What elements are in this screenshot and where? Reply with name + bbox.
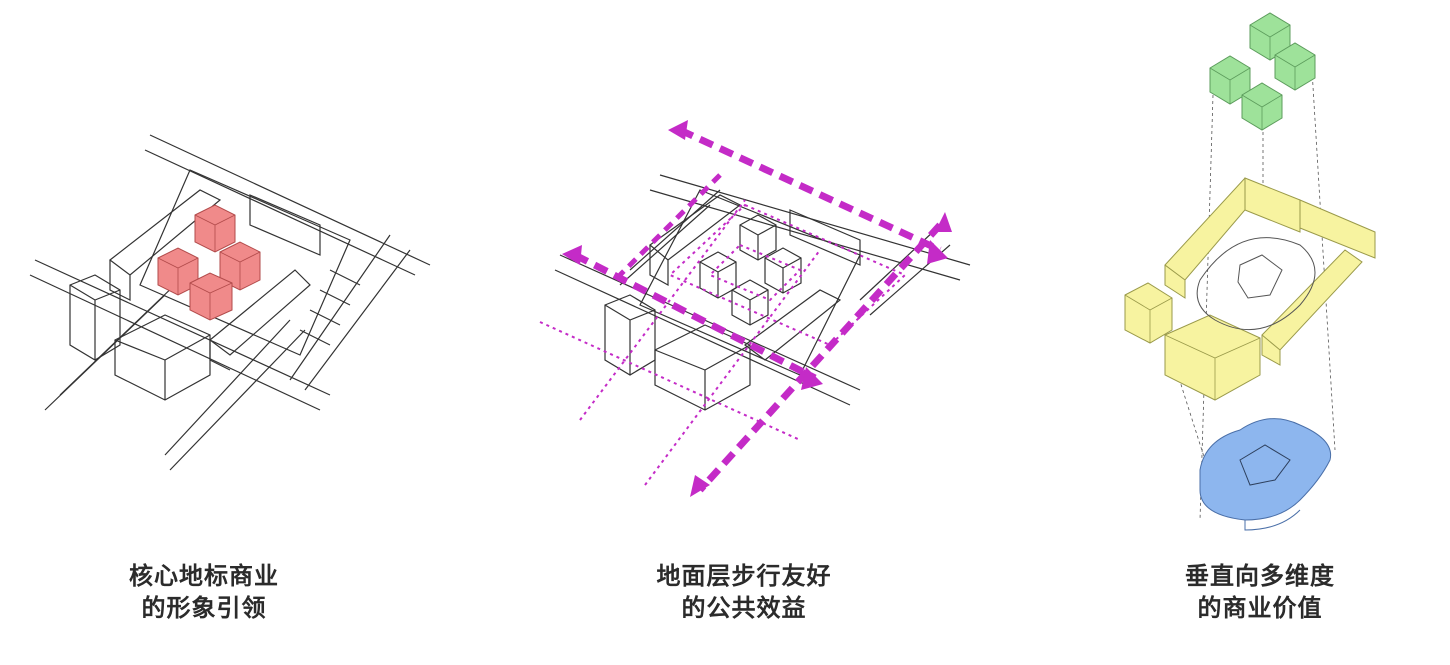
panel-2-arrowheads [562,120,952,497]
panel-3-yellow-blocks [1124,177,1376,401]
panel-2-caption: 地面层步行友好 的公共效益 [614,560,874,624]
panel-3-caption-line-2: 的商业价值 [1197,594,1323,622]
panel-2-caption-line-1: 地面层步行友好 [656,562,832,590]
panel-1-site-lines [29,134,431,471]
panel-2-caption-line-2: 的公共效益 [681,594,807,622]
panel-3-blue-base [1199,418,1332,531]
panel-1-caption: 核心地标商业 的形象引领 [74,560,334,624]
panel-1-caption-line-2: 的形象引领 [141,594,267,622]
panel-3-caption: 垂直向多维度 的商业价值 [1130,560,1390,624]
panel-3-caption-line-1: 垂直向多维度 [1185,562,1335,590]
panel-3-green-blocks [1209,12,1316,131]
panel-3-plaza-outline [1196,237,1316,331]
panel-1-caption-line-1: 核心地标商业 [129,562,279,590]
panel-2-walk-paths [539,126,943,493]
